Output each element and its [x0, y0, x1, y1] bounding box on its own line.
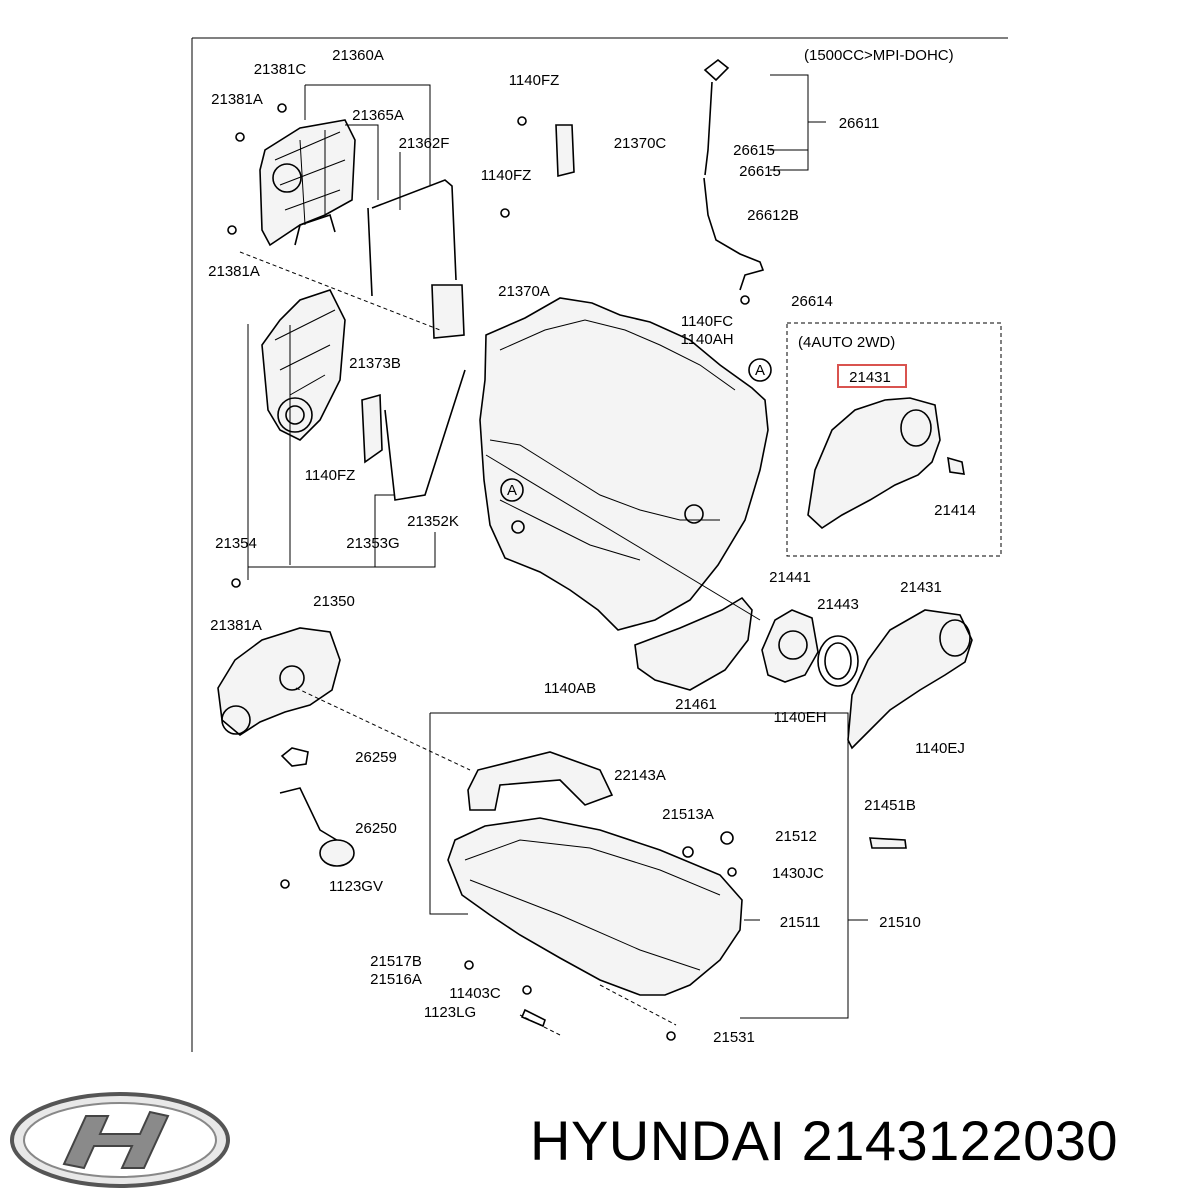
part-number-label: 1140EJ — [915, 740, 965, 757]
part-number-label: 1140FZ — [509, 72, 560, 89]
part-number-label: 22143A — [614, 767, 666, 784]
part-number-label: 21443 — [817, 596, 859, 613]
highlighted-part-label: 21431 — [849, 369, 891, 386]
part-number-label: 21354 — [215, 535, 257, 552]
part-number-label: 21360A — [332, 47, 384, 64]
part-number-label: 26611 — [839, 115, 880, 132]
part-number-label: 21362F — [399, 135, 450, 152]
part-number-label: 21350 — [313, 593, 355, 610]
diagram-frame — [191, 37, 1008, 1052]
part-number-label: 26259 — [355, 749, 397, 766]
highlighted-part-box — [837, 364, 907, 388]
part-number-label: 21510 — [879, 914, 921, 931]
dipstick — [703, 58, 765, 305]
part-number-label: 21353G — [346, 535, 399, 552]
oil-seal-case — [761, 609, 859, 687]
part-number-label: 21451B — [864, 797, 916, 814]
flywheel-cover-center — [634, 596, 753, 691]
part-number-label: 1140FZ — [305, 467, 356, 484]
part-number-label: 21516A — [370, 971, 422, 988]
part-number-label: 26615 — [733, 142, 775, 159]
timing-cover-upper — [227, 103, 457, 297]
part-number-label: 21381A — [210, 617, 262, 634]
part-number-label: 21431 — [900, 579, 942, 596]
leader-lines — [239, 74, 868, 1036]
part-number-label: 21512 — [775, 828, 817, 845]
hyundai-logo — [10, 1092, 230, 1188]
engine-block — [479, 297, 769, 631]
engine-note: (1500CC>MPI-DOHC) — [804, 47, 954, 64]
part-number-label: 21531 — [713, 1029, 755, 1046]
part-number-label: 21373B — [349, 355, 401, 372]
part-number-label: 1140FZ — [481, 167, 532, 184]
part-labels: 21360A 21381C 21381A 21365A 21362F 1140FZ 2137… — [208, 47, 976, 1046]
inset-box — [786, 322, 1002, 557]
oil-pan — [447, 817, 907, 1041]
flywheel-cover-right — [847, 609, 973, 750]
part-number-label: 21381A — [208, 263, 260, 280]
part-number-label: 1123GV — [329, 878, 383, 895]
part-number-label: 21517B — [370, 953, 422, 970]
part-number-label: 21381C — [254, 61, 307, 78]
part-number-label: 21352K — [407, 513, 459, 530]
part-number-label: 11403C — [449, 985, 501, 1002]
part-number-label: 26614 — [791, 293, 833, 310]
part-number-label: 21441 — [769, 569, 811, 586]
brand-part-caption: HYUNDAI 2143122030 — [530, 1109, 1119, 1172]
oil-pump — [217, 578, 341, 736]
part-number-label: 21513A — [662, 806, 714, 823]
part-number-label: 1140AH — [680, 331, 733, 348]
part-number-label: 1430JC — [772, 865, 824, 882]
inset-note: (4AUTO 2WD) — [798, 334, 895, 351]
reference-marker-left: A — [500, 478, 524, 502]
part-number-label: 21381A — [211, 91, 263, 108]
part-number-label: 21414 — [934, 502, 976, 519]
part-number-label: 1140FC — [681, 313, 733, 330]
part-number-label: 26615 — [739, 163, 781, 180]
part-number-label: 21370C — [614, 135, 667, 152]
part-number-label: 21511 — [780, 914, 821, 931]
part-number-label: 1123LG — [424, 1004, 476, 1021]
part-number-label: 26612B — [747, 207, 799, 224]
timing-cover-lower — [261, 289, 466, 501]
part-number-label: 21370A — [498, 283, 550, 300]
reference-marker-label: A — [755, 362, 765, 379]
reference-marker-label: A — [507, 482, 517, 499]
oil-strainer — [279, 747, 355, 889]
reference-marker-top: A — [748, 358, 772, 382]
part-number-label: 26250 — [355, 820, 397, 837]
part-number-label: 1140EH — [773, 709, 826, 726]
part-number-label: 21365A — [352, 107, 404, 124]
seal-plate-top — [431, 116, 575, 339]
part-number-label: 1140AB — [544, 680, 596, 697]
part-number-label: 21461 — [675, 696, 717, 713]
baffle-plate — [467, 751, 614, 811]
